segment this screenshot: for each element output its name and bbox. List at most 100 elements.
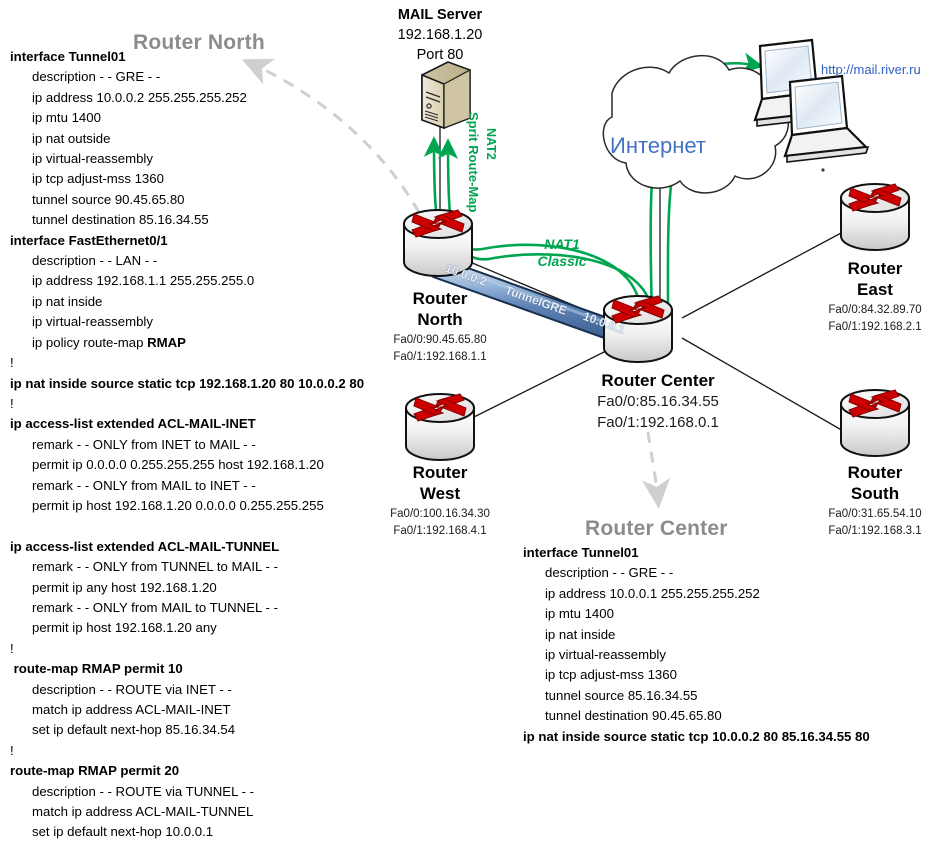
config-line: tunnel source 90.45.65.80 (32, 191, 185, 207)
config-line: interface FastEthernet0/1 (10, 232, 168, 248)
config-center-block: interface Tunnel01 description - - GRE - … (523, 543, 923, 747)
config-line: tunnel source 85.16.34.55 (545, 687, 698, 703)
router-center-if0: Fa0/0:85.16.34.55 (597, 393, 719, 410)
config-line: permit ip any host 192.168.1.20 (32, 579, 217, 595)
config-line: ! (10, 355, 14, 371)
config-line: description - - GRE - - (32, 69, 161, 85)
config-line: route-map RMAP permit 20 (10, 763, 180, 779)
router-south-name1: Router (847, 463, 903, 482)
config-line: ip nat inside source static tcp 10.0.0.2… (523, 728, 870, 744)
internet-cloud-icon (602, 55, 790, 194)
network-diagram-canvas: Router North interface Tunnel01 descripti… (10, 5, 934, 839)
config-line: permit ip host 192.168.1.20 0.0.0.0 0.25… (32, 497, 324, 513)
config-north-block: interface Tunnel01 description - - GRE - … (10, 47, 410, 843)
config-line (10, 516, 410, 536)
config-line: set ip default next-hop 10.0.0.1 (32, 824, 214, 840)
router-north-interfaces: Fa0/0:90.45.65.80 Fa0/1:192.168.1.1 (368, 332, 512, 366)
internet-cloud-label: Интернет (610, 133, 706, 158)
config-line: ip nat outside (32, 130, 111, 146)
path-center-to-laptop1 (649, 52, 764, 321)
router-east-name2: East (857, 280, 893, 299)
config-line: interface Tunnel01 (10, 49, 126, 64)
config-line: description - - ROUTE via TUNNEL - - (32, 783, 255, 799)
router-east-label: Router East (803, 258, 934, 300)
router-west-if0: Fa0/0:100.16.34.30 (390, 508, 490, 520)
router-south-if1: Fa0/1:192.168.3.1 (828, 525, 922, 537)
config-line: ip access-list extended ACL-MAIL-INET (10, 416, 256, 432)
config-line: ip nat inside (545, 626, 616, 642)
router-east-interfaces: Fa0/0:84.32.89.70 Fa0/1:192.168.2.1 (803, 302, 934, 336)
config-line: interface Tunnel01 (523, 545, 639, 560)
router-north-name1: Router (412, 289, 468, 308)
config-line: ip tcp adjust-mss 1360 (545, 667, 677, 683)
callout-center (642, 431, 671, 509)
router-center-label: Router Center (568, 370, 748, 391)
nat2-annotation: NAT2 (484, 128, 498, 160)
config-line: ! (10, 395, 14, 411)
router-east-if0: Fa0/0:84.32.89.70 (828, 304, 922, 316)
config-line: ip virtual-reassembly (32, 151, 153, 167)
config-line: ip virtual-reassembly (32, 314, 153, 330)
config-north-heading: Router North (133, 31, 265, 54)
config-line: remark - - ONLY from MAIL to TUNNEL - - (32, 599, 278, 615)
router-west-label: Router West (368, 462, 512, 504)
config-line: ip nat inside source static tcp 192.168.… (10, 375, 365, 391)
config-line-emphasis: RMAP (147, 334, 186, 350)
mail-server-ip: 192.168.1.20 (397, 27, 483, 43)
config-line: ! (10, 742, 14, 758)
router-south-label: Router South (803, 462, 934, 504)
client-url-label[interactable]: http://mail.river.ru (821, 62, 921, 77)
config-line: tunnel destination 90.45.65.80 (545, 708, 722, 724)
router-north-name2: North (417, 310, 463, 329)
config-line: description - - ROUTE via INET - - (32, 681, 232, 697)
config-line: permit ip host 192.168.1.20 any (32, 620, 217, 636)
router-west-interfaces: Fa0/0:100.16.34.30 Fa0/1:192.168.4.1 (368, 506, 512, 540)
router-east-if1: Fa0/1:192.168.2.1 (828, 321, 922, 333)
nat1-line1: NAT1 (544, 236, 580, 252)
config-line: ip nat inside (32, 293, 103, 309)
router-west-if1: Fa0/1:192.168.4.1 (393, 525, 487, 537)
router-center-if1: Fa0/1:192.168.0.1 (597, 414, 719, 431)
router-icon-south (840, 389, 910, 457)
config-line: ip address 10.0.0.2 255.255.255.252 (32, 89, 247, 105)
config-line: remark - - ONLY from INET to MAIL - - (32, 436, 256, 452)
config-line: ! (10, 640, 14, 656)
green-traffic-paths (423, 52, 786, 327)
router-south-interfaces: Fa0/0:31.65.54.10 Fa0/1:192.168.3.1 (803, 506, 934, 540)
router-center-interfaces: Fa0/0:85.16.34.55 Fa0/1:192.168.0.1 (568, 391, 748, 433)
config-line: match ip address ACL-MAIL-TUNNEL (32, 804, 254, 820)
config-line: remark - - ONLY from MAIL to INET - - (32, 477, 256, 493)
mail-server-caption: MAIL Server 192.168.1.20 Port 80 (365, 5, 515, 65)
config-line: description - - GRE - - (545, 565, 674, 581)
router-south-name2: South (850, 484, 900, 503)
config-line: tunnel destination 85.16.34.55 (32, 212, 209, 228)
config-line: ip tcp adjust-mss 1360 (32, 171, 164, 187)
config-line: ip policy route-map RMAP (32, 334, 186, 350)
config-line: ip mtu 1400 (545, 606, 614, 622)
config-line: ip address 10.0.0.1 255.255.255.252 (545, 585, 760, 601)
config-center-heading: Router Center (585, 517, 728, 540)
config-line: description - - LAN - - (32, 253, 158, 269)
nat1-annotation: NAT1 Classic (512, 236, 612, 270)
laptop-icon-2 (783, 74, 870, 172)
nat1-line2: Classic (537, 253, 587, 269)
tunnel-ip-left-label: 10.0.0.2 (443, 261, 489, 289)
router-east-name1: Router (847, 259, 903, 278)
laptop-icon-1 (753, 38, 840, 127)
config-line: remark - - ONLY from TUNNEL to MAIL - - (32, 559, 278, 575)
config-line: set ip default next-hop 85.16.34.54 (32, 722, 236, 738)
router-north-if0: Fa0/0:90.45.65.80 (393, 334, 487, 346)
config-line: ip mtu 1400 (32, 110, 101, 126)
router-icon-east (840, 183, 910, 251)
router-west-name2: West (419, 484, 461, 503)
config-line: ip address 192.168.1.1 255.255.255.0 (32, 273, 255, 289)
mail-server-icon (421, 61, 471, 130)
config-line: permit ip 0.0.0.0 0.255.255.255 host 192… (32, 457, 324, 473)
router-icon-west (405, 393, 475, 461)
mail-server-port: Port 80 (416, 47, 464, 63)
router-west-name1: Router (412, 463, 468, 482)
config-line: ip virtual-reassembly (545, 647, 666, 663)
mail-server-title: MAIL Server (397, 7, 483, 23)
tunnel-ip-right-label: 10.0.0.1 (581, 309, 627, 337)
config-line: ip access-list extended ACL-MAIL-TUNNEL (10, 538, 280, 554)
